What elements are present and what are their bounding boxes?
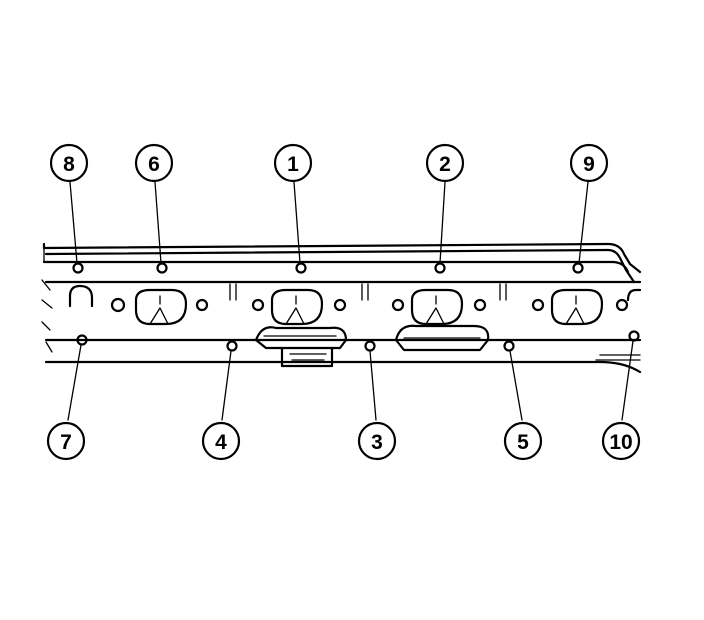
bolt-5 — [503, 340, 515, 352]
callout-label: 10 — [609, 431, 632, 454]
bolt-3 — [364, 340, 376, 352]
bolt-points-top — [72, 262, 584, 274]
callout-8: 8 — [49, 143, 89, 183]
callout-10: 10 — [601, 421, 641, 461]
callout-2: 2 — [425, 143, 465, 183]
callout-7: 7 — [46, 421, 86, 461]
callout-label: 2 — [439, 153, 451, 176]
bolt-4 — [226, 340, 238, 352]
bolt-6 — [156, 262, 168, 274]
port-4 — [531, 288, 629, 326]
callout-4: 4 — [201, 421, 241, 461]
callout-label: 6 — [148, 153, 160, 176]
callout-label: 3 — [371, 431, 383, 454]
callout-label: 1 — [287, 153, 299, 176]
mounting-brackets — [254, 324, 490, 368]
callout-label: 5 — [517, 431, 529, 454]
callout-label: 7 — [60, 431, 72, 454]
bolt-1 — [295, 262, 307, 274]
callout-3: 3 — [357, 421, 397, 461]
callout-6: 6 — [134, 143, 174, 183]
port-3 — [391, 288, 487, 326]
callout-label: 8 — [63, 153, 75, 176]
port-1 — [110, 288, 209, 326]
callout-5: 5 — [503, 421, 543, 461]
callout-label: 9 — [583, 153, 595, 176]
bolt-2 — [434, 262, 446, 274]
bolt-points-bottom — [76, 330, 640, 352]
bolt-10 — [628, 330, 640, 342]
leader-lines — [67, 181, 634, 421]
callout-9: 9 — [569, 143, 609, 183]
bolt-8 — [72, 262, 84, 274]
engine-component-body — [41, 242, 642, 374]
intake-ports — [110, 288, 629, 326]
callout-1: 1 — [273, 143, 313, 183]
callout-label: 4 — [215, 431, 227, 454]
port-2 — [251, 288, 347, 326]
bolt-7 — [76, 334, 88, 346]
bolt-9 — [572, 262, 584, 274]
